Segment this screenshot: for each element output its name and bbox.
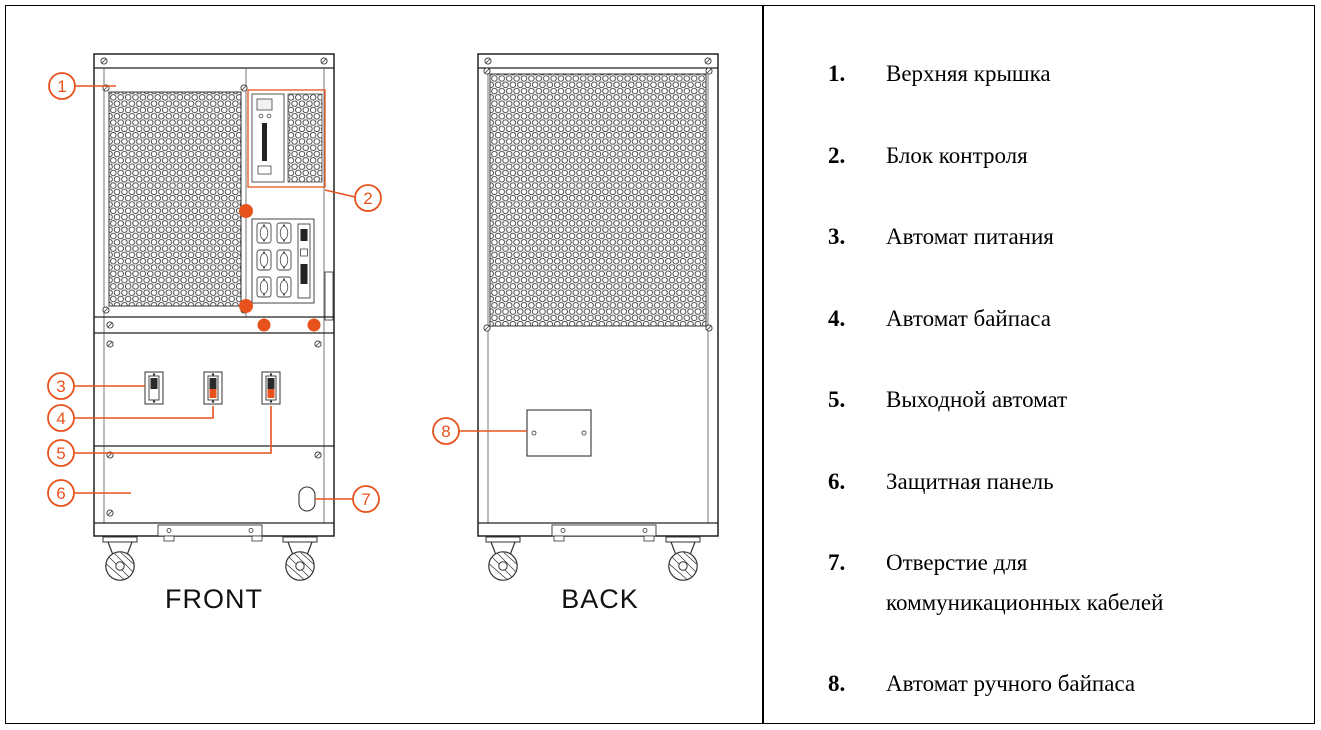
cable-hole — [298, 486, 316, 512]
page-frame: 1 2 3 4 5 6 7 — [5, 5, 1315, 724]
callout-number: 4 — [56, 409, 65, 428]
legend-item-4: 4. Автомат байпаса — [828, 299, 1296, 339]
legend: 1. Верхняя крышка 2. Блок контроля 3. Ав… — [766, 6, 1314, 723]
legend-item-number: 3. — [828, 224, 846, 250]
legend-item-text: Блок контроля — [886, 142, 1028, 168]
callout-number: 6 — [56, 484, 65, 503]
front-view-label: FRONT — [165, 584, 263, 614]
legend-item-8: 8. Автомат ручного байпаса — [828, 664, 1296, 704]
legend-item-2: 2. Блок контроля — [828, 136, 1296, 176]
legend-item-number: 8. — [828, 671, 846, 697]
back-view — [477, 53, 719, 585]
front-view — [93, 53, 335, 585]
legend-item-number: 6. — [828, 468, 846, 494]
input-breaker — [144, 371, 164, 405]
back-base — [478, 522, 718, 585]
side-rail-handle — [324, 271, 334, 321]
callout-1: 1 — [48, 72, 76, 100]
legend-item-number: 5. — [828, 387, 846, 413]
legend-item-text: Отверстие для коммуникационных кабелей — [886, 550, 1164, 615]
legend-item-5: 5. Выходной автомат — [828, 380, 1296, 420]
legend-item-number: 4. — [828, 305, 846, 331]
vertical-divider — [762, 6, 764, 723]
legend-item-number: 2. — [828, 142, 846, 168]
callout-number: 2 — [363, 189, 372, 208]
callout-5: 5 — [47, 439, 75, 467]
legend-item-text: Защитная панель — [886, 468, 1054, 494]
legend-item-6: 6. Защитная панель — [828, 462, 1296, 502]
callouts: 1 2 3 4 5 6 7 — [47, 72, 460, 513]
callout-number: 1 — [57, 77, 66, 96]
mounting-dots — [239, 204, 321, 332]
callout-number: 8 — [441, 422, 450, 441]
caster-wheel — [666, 537, 701, 585]
legend-item-text: Автомат питания — [886, 224, 1054, 250]
legend-item-text: Автомат байпаса — [886, 305, 1051, 331]
connector-panel — [251, 218, 315, 304]
caster-wheel — [103, 537, 138, 585]
legend-item-3: 3. Автомат питания — [828, 217, 1296, 257]
manual-bypass-cover — [526, 409, 592, 457]
callout-7: 7 — [352, 485, 380, 513]
callout-2: 2 — [354, 184, 382, 212]
front-base — [94, 522, 334, 585]
back-view-label: BACK — [561, 584, 639, 614]
callout-number: 7 — [361, 490, 370, 509]
front-vent-mesh — [102, 84, 248, 314]
callout-leader-lines — [74, 85, 527, 500]
caster-wheel — [283, 537, 318, 585]
legend-item-text: Верхняя крышка — [886, 61, 1051, 86]
legend-item-text: Выходной автомат — [886, 387, 1068, 413]
legend-item-number: 7. — [828, 550, 846, 576]
display-screen — [256, 98, 273, 111]
caster-wheel — [486, 537, 521, 585]
card-slot — [262, 123, 267, 161]
legend-item-7: 7. Отверстие для коммуникационных кабеле… — [828, 543, 1296, 622]
callout-3: 3 — [47, 372, 75, 400]
callout-6: 6 — [47, 479, 75, 507]
callout-number: 5 — [56, 444, 65, 463]
bypass-breaker — [203, 371, 223, 405]
control-block — [247, 89, 326, 188]
legend-item-number: 1. — [828, 61, 846, 86]
callout-number: 3 — [56, 377, 65, 396]
legend-item-1: 1. Верхняя крышка — [828, 54, 1296, 94]
callout-4: 4 — [47, 404, 75, 432]
legend-item-text: Автомат ручного байпаса — [886, 671, 1136, 697]
output-breaker — [261, 371, 281, 405]
ups-front-back-diagram: 1 2 3 4 5 6 7 — [47, 53, 719, 614]
callout-8: 8 — [432, 417, 460, 445]
back-vent-mesh — [483, 67, 713, 332]
